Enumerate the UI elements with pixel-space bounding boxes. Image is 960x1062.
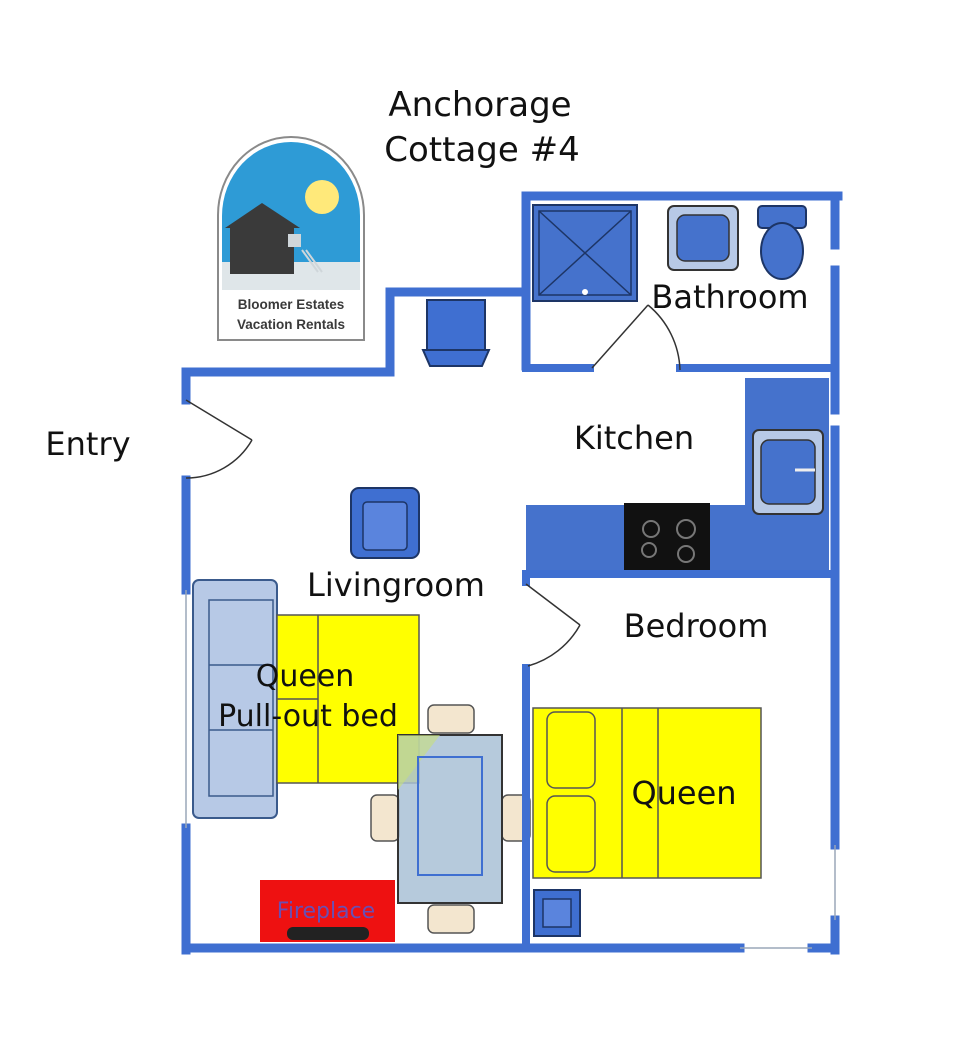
- entry-label: Entry: [45, 425, 130, 463]
- logo-house-icon: [225, 203, 323, 274]
- title-line-2: Cottage #4: [384, 130, 579, 170]
- stool-icon: [421, 299, 491, 367]
- queen-bed: [532, 707, 762, 879]
- kitchen-label: Kitchen: [574, 419, 694, 457]
- door-swings: [185, 304, 681, 667]
- stove-icon: [624, 503, 710, 571]
- dining-set: [370, 704, 531, 934]
- chair-icon: [370, 704, 531, 934]
- shower-icon: [532, 204, 638, 302]
- bedroom-label: Bedroom: [624, 607, 769, 645]
- armchair-icon: [350, 487, 420, 559]
- kitchen-sink-icon: [752, 429, 824, 515]
- fireplace-label: Fireplace: [277, 899, 375, 924]
- title-line-1: Anchorage: [388, 85, 571, 125]
- logo-sun: [305, 180, 339, 214]
- bloomer-estates-logo: Bloomer Estates Vacation Rentals: [217, 136, 365, 341]
- logo-line-1: Bloomer Estates: [238, 297, 345, 312]
- toilet-icon: [757, 205, 807, 280]
- bathroom-sink-icon: [667, 205, 739, 271]
- livingroom-label: Livingroom: [307, 566, 485, 604]
- pullout-bed: [276, 614, 420, 784]
- window-lines: [185, 590, 836, 949]
- bathroom-label: Bathroom: [651, 278, 808, 316]
- queen-bed-label: Queen: [631, 774, 736, 812]
- logo-line-2: Vacation Rentals: [237, 317, 345, 332]
- walls: [181, 191, 843, 955]
- fireplace: Fireplace: [260, 880, 395, 942]
- pullout-bed-label-2: Pull-out bed: [218, 699, 398, 734]
- pullout-bed-label-1: Queen: [256, 659, 355, 694]
